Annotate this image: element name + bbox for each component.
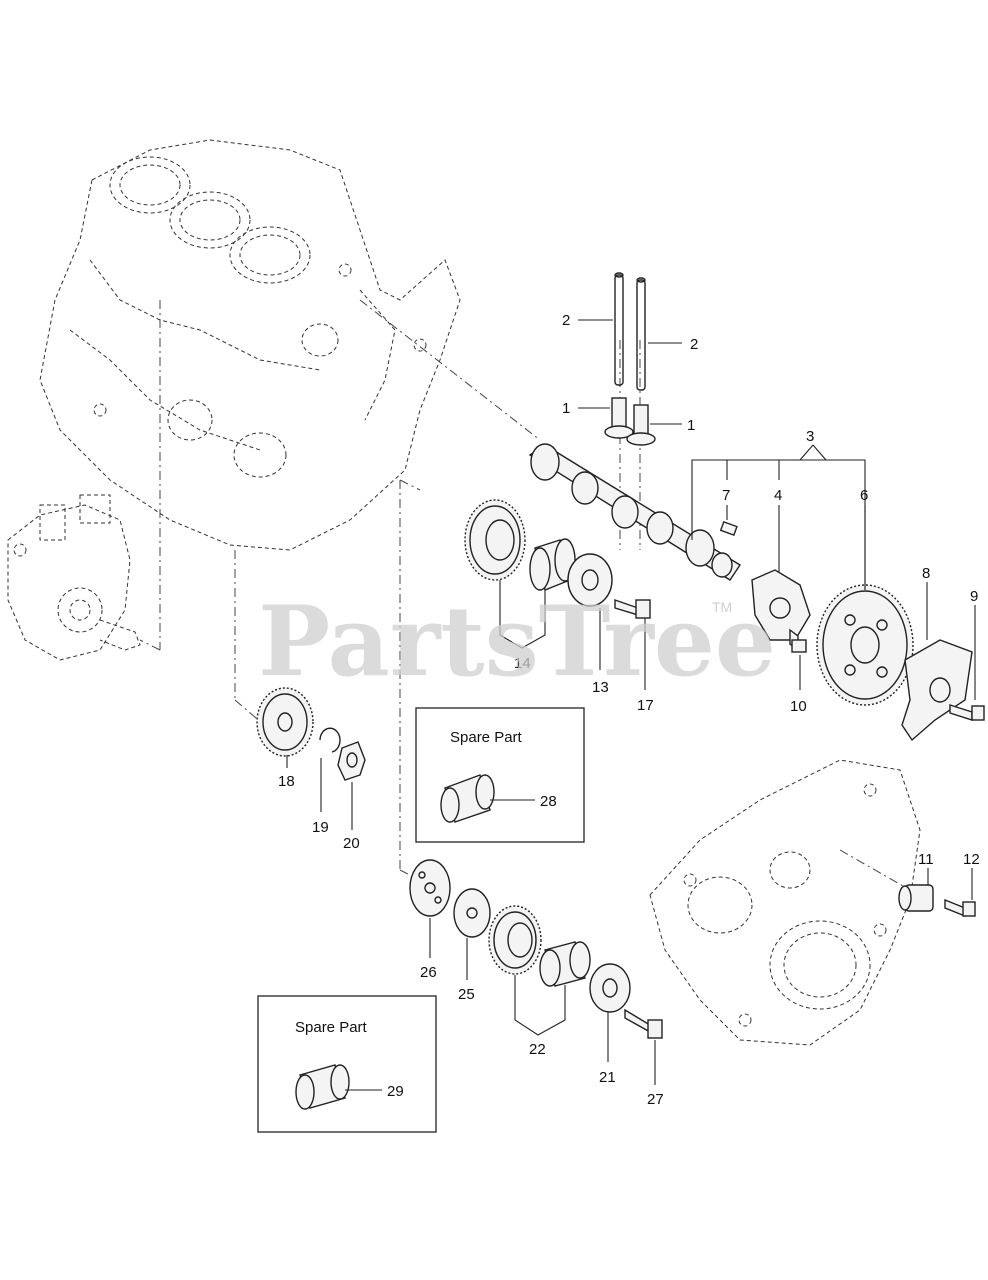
thrust-plate bbox=[751, 569, 811, 641]
leader-lines bbox=[286, 319, 976, 1085]
callout-28: 28 bbox=[540, 793, 557, 810]
callout-3: 3 bbox=[806, 428, 814, 445]
callout-6: 6 bbox=[860, 487, 868, 504]
pump-gear-assembly bbox=[256, 687, 366, 781]
woodruff-key bbox=[719, 520, 738, 536]
callout-numbers: 2 2 1 1 3 7 4 6 8 9 10 14 13 17 18 19 20… bbox=[278, 312, 980, 1108]
fuel-pump-outline bbox=[7, 494, 141, 661]
push-rods bbox=[614, 272, 646, 391]
callout-27: 27 bbox=[647, 1091, 664, 1108]
bolts bbox=[614, 599, 985, 1039]
callout-10: 10 bbox=[790, 698, 807, 715]
engine-block-outline bbox=[39, 139, 461, 551]
spare-part-box-29: Spare Part 29 bbox=[257, 995, 437, 1133]
callout-1: 1 bbox=[562, 400, 570, 417]
callout-11: 11 bbox=[918, 851, 934, 868]
callout-26: 26 bbox=[420, 964, 437, 981]
callout-21: 21 bbox=[599, 1069, 616, 1086]
callout-14: 14 bbox=[514, 655, 531, 672]
callout-19: 19 bbox=[312, 819, 329, 836]
callout-2: 2 bbox=[562, 312, 570, 329]
callout-18: 18 bbox=[278, 773, 295, 790]
pulser-plate bbox=[901, 639, 973, 742]
callout-9: 9 bbox=[970, 588, 978, 605]
tappets bbox=[604, 397, 656, 446]
spare-part-title: Spare Part bbox=[450, 729, 523, 746]
watermark-trademark: TM bbox=[712, 599, 732, 615]
camshaft bbox=[528, 443, 741, 581]
callout-29: 29 bbox=[387, 1083, 404, 1100]
watermark-text: PartsTree bbox=[258, 585, 776, 698]
cam-gear bbox=[816, 584, 914, 706]
watermark: PartsTree TM bbox=[258, 585, 776, 698]
callout-17: 17 bbox=[637, 697, 654, 714]
spare-part-box-28: Spare Part 28 bbox=[415, 707, 585, 843]
callout-7: 7 bbox=[722, 487, 730, 504]
callout-12: 12 bbox=[963, 851, 980, 868]
gear-case-cover-outline bbox=[649, 759, 921, 1046]
callout-8: 8 bbox=[922, 565, 930, 582]
callout-4: 4 bbox=[774, 487, 782, 504]
callout-25: 25 bbox=[458, 986, 475, 1003]
spare-part-title: Spare Part bbox=[295, 1019, 368, 1036]
callout-2: 2 bbox=[690, 336, 698, 353]
callout-20: 20 bbox=[343, 835, 360, 852]
callout-13: 13 bbox=[592, 679, 609, 696]
callout-1: 1 bbox=[687, 417, 695, 434]
speed-sensor bbox=[898, 884, 934, 912]
idler-gear-upper bbox=[464, 499, 613, 607]
callout-22: 22 bbox=[529, 1041, 546, 1058]
idler-gear-lower bbox=[409, 859, 631, 1013]
